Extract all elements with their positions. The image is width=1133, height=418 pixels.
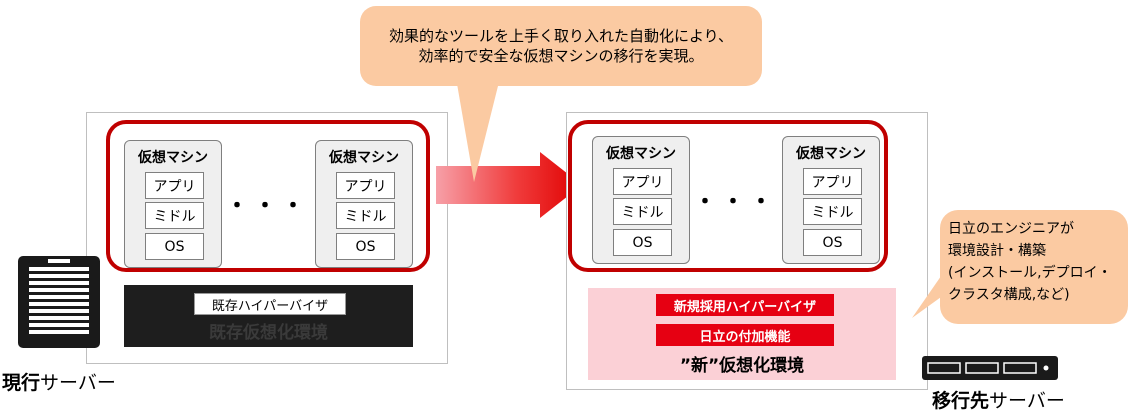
top-callout-text: 効果的なツールを上手く取り入れた自動化により、 効率的で安全な仮想マシンの移行を… — [360, 6, 762, 86]
new-hypervisor-label: 新規採用ハイパーバイザ — [656, 294, 834, 316]
middleware-layer: ミドル — [145, 202, 204, 229]
right-callout-line-2: 環境設計・構築 — [948, 243, 1046, 259]
target-server-label-bold: 移行先 — [932, 390, 990, 412]
top-callout-line-2: 効率的で安全な仮想マシンの移行を実現。 — [418, 47, 704, 65]
current-server-label-bold: 現行 — [2, 372, 41, 394]
right-callout-line-4: クラスタ構成,など) — [948, 287, 1070, 303]
vm-title: 仮想マシン — [329, 150, 399, 166]
right-callout-text: 日立のエンジニアが 環境設計・構築 (インストール,デプロイ・ クラスタ構成,な… — [948, 218, 1126, 318]
new-env-label: ”新”仮想化環境 — [679, 355, 805, 376]
current-server-label-rest: サーバー — [40, 372, 116, 394]
existing-env-label: 既存仮想化環境 — [209, 322, 328, 343]
middleware-layer: ミドル — [613, 198, 672, 225]
vm-title: 仮想マシン — [606, 146, 676, 162]
existing-hypervisor-label: 既存ハイパーバイザ — [194, 293, 346, 315]
app-layer: アプリ — [145, 172, 204, 199]
os-layer: OS — [613, 229, 672, 256]
ellipsis-dots: ・・・・・ — [694, 190, 835, 215]
new-virtualization-env: 新規採用ハイパーバイザ 日立の付加機能 ”新”仮想化環境 — [588, 288, 896, 380]
vm-title: 仮想マシン — [138, 150, 208, 166]
target-vm-group-frame — [568, 120, 888, 272]
current-server-icon — [18, 256, 100, 348]
app-layer: アプリ — [336, 172, 395, 199]
right-callout-bubble — [908, 208, 1130, 328]
vm-box-current-1: 仮想マシン アプリ ミドル OS — [124, 140, 222, 268]
hitachi-addon-label: 日立の付加機能 — [656, 324, 834, 346]
ellipsis-dots: ・・・・・ — [226, 194, 367, 219]
app-layer: アプリ — [613, 168, 672, 195]
middleware-layer: ミドル — [336, 202, 395, 229]
app-layer: アプリ — [803, 168, 862, 195]
target-server-icon — [922, 356, 1058, 380]
middleware-layer: ミドル — [803, 198, 862, 225]
vm-box-current-2: 仮想マシン アプリ ミドル OS — [315, 140, 413, 268]
target-server-label: 移行先サーバー — [932, 386, 1092, 412]
target-server-label-rest: サーバー — [989, 390, 1065, 412]
vm-title: 仮想マシン — [796, 146, 866, 162]
os-layer: OS — [803, 229, 862, 256]
vm-box-target-2: 仮想マシン アプリ ミドル OS — [782, 136, 880, 264]
os-layer: OS — [145, 233, 204, 260]
os-layer: OS — [336, 233, 395, 260]
existing-virtualization-env: 既存ハイパーバイザ 既存仮想化環境 — [124, 285, 413, 347]
right-callout-line-1: 日立のエンジニアが — [948, 221, 1074, 237]
top-callout-line-1: 効果的なツールを上手く取り入れた自動化により、 — [388, 27, 734, 45]
right-callout-line-3: (インストール,デプロイ・ — [948, 265, 1112, 281]
current-vm-group-frame — [106, 120, 430, 272]
current-server-label: 現行サーバー — [2, 368, 142, 394]
top-callout-bubble — [360, 6, 762, 188]
vm-box-target-1: 仮想マシン アプリ ミドル OS — [592, 136, 690, 264]
